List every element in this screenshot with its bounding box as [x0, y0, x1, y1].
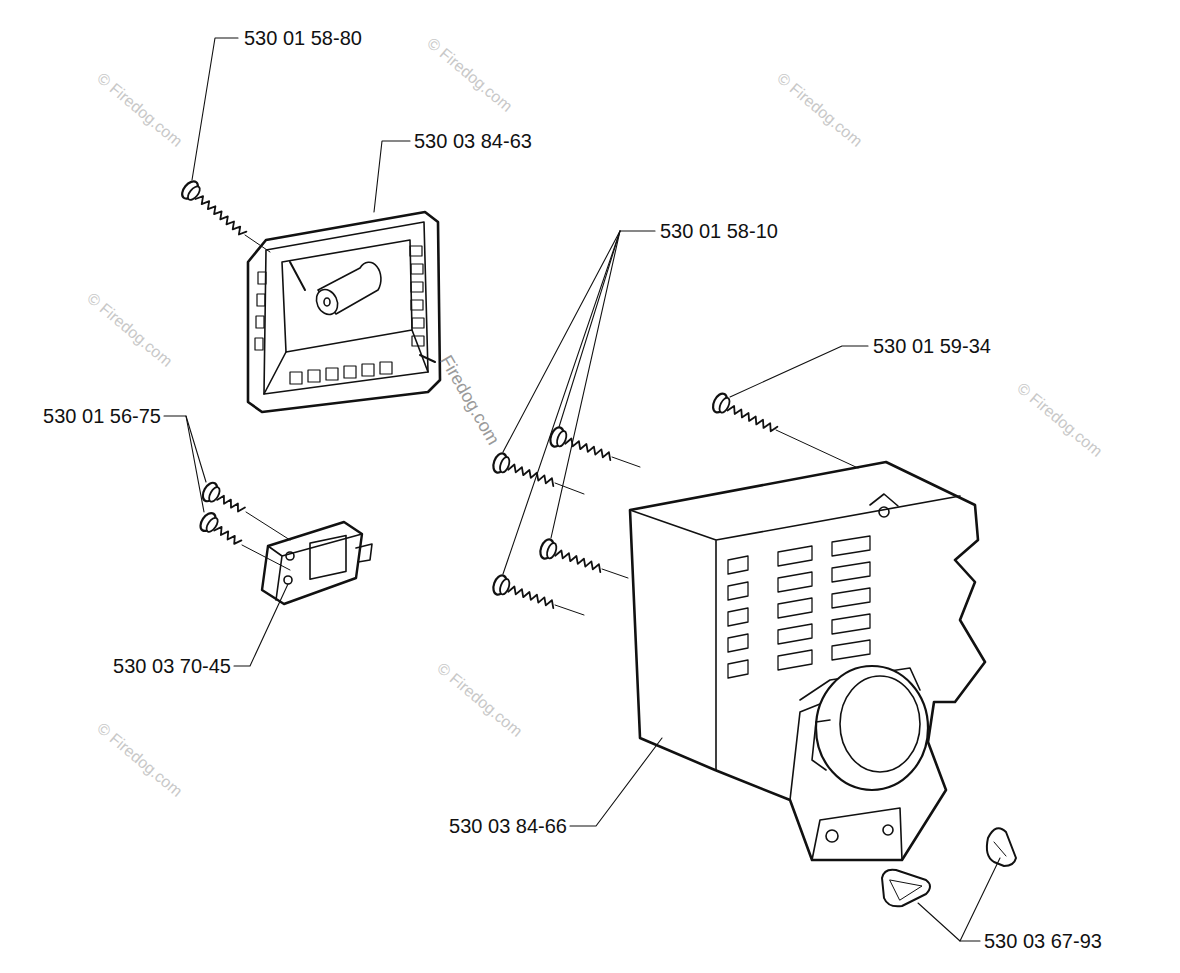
screw	[538, 538, 600, 573]
watermark: © Firedog.com	[424, 34, 516, 115]
screw	[179, 178, 246, 234]
screw-thread	[196, 196, 247, 234]
watermark: © Firedog.com	[94, 69, 186, 150]
screw-thread	[214, 527, 241, 544]
screw-collar	[717, 396, 731, 414]
part-number: 530 03 84-63	[413, 130, 533, 152]
watermark: © Firedog.com	[774, 69, 866, 150]
screw-thread	[217, 496, 245, 512]
part-number: 530 01 56-75	[42, 405, 162, 427]
screw	[200, 480, 245, 511]
leader-lines	[164, 38, 1000, 941]
clamp-plate	[262, 522, 372, 604]
screw-collar	[186, 184, 202, 201]
part-number: 530 01 58-10	[659, 220, 779, 242]
screw-thread	[508, 465, 553, 487]
screw-thread	[728, 406, 778, 431]
screw-collar	[204, 516, 220, 534]
screw	[710, 391, 777, 431]
part-number: 530 01 59-34	[872, 335, 992, 357]
cylinder-cover	[630, 462, 985, 860]
screws	[179, 178, 777, 608]
screw	[197, 510, 241, 544]
watermark: © Firedog.com	[84, 289, 176, 370]
screw-collar	[498, 578, 511, 596]
rubber-caps	[882, 828, 1016, 906]
screw-thread	[508, 587, 553, 609]
watermark: Firedog.com	[437, 352, 503, 448]
screw-collar	[545, 542, 558, 560]
watermark: © Firedog.com	[434, 659, 526, 740]
part-number: 530 03 84-66	[448, 815, 568, 837]
screw-thread	[555, 551, 600, 573]
part-number: 530 03 70-45	[112, 655, 232, 677]
screw	[491, 452, 553, 487]
screw	[491, 574, 553, 609]
screw-collar	[207, 485, 222, 503]
part-number: 530 01 58-80	[243, 27, 363, 49]
screw-collar	[555, 430, 568, 448]
part-number: 530 03 67-93	[983, 930, 1103, 952]
axis-lines	[242, 235, 858, 615]
watermark: © Firedog.com	[94, 719, 186, 800]
filter-cover	[248, 212, 440, 412]
watermark: © Firedog.com	[1014, 379, 1106, 460]
screw	[548, 426, 610, 461]
screw-thread	[565, 439, 610, 461]
screw-collar	[498, 456, 511, 474]
